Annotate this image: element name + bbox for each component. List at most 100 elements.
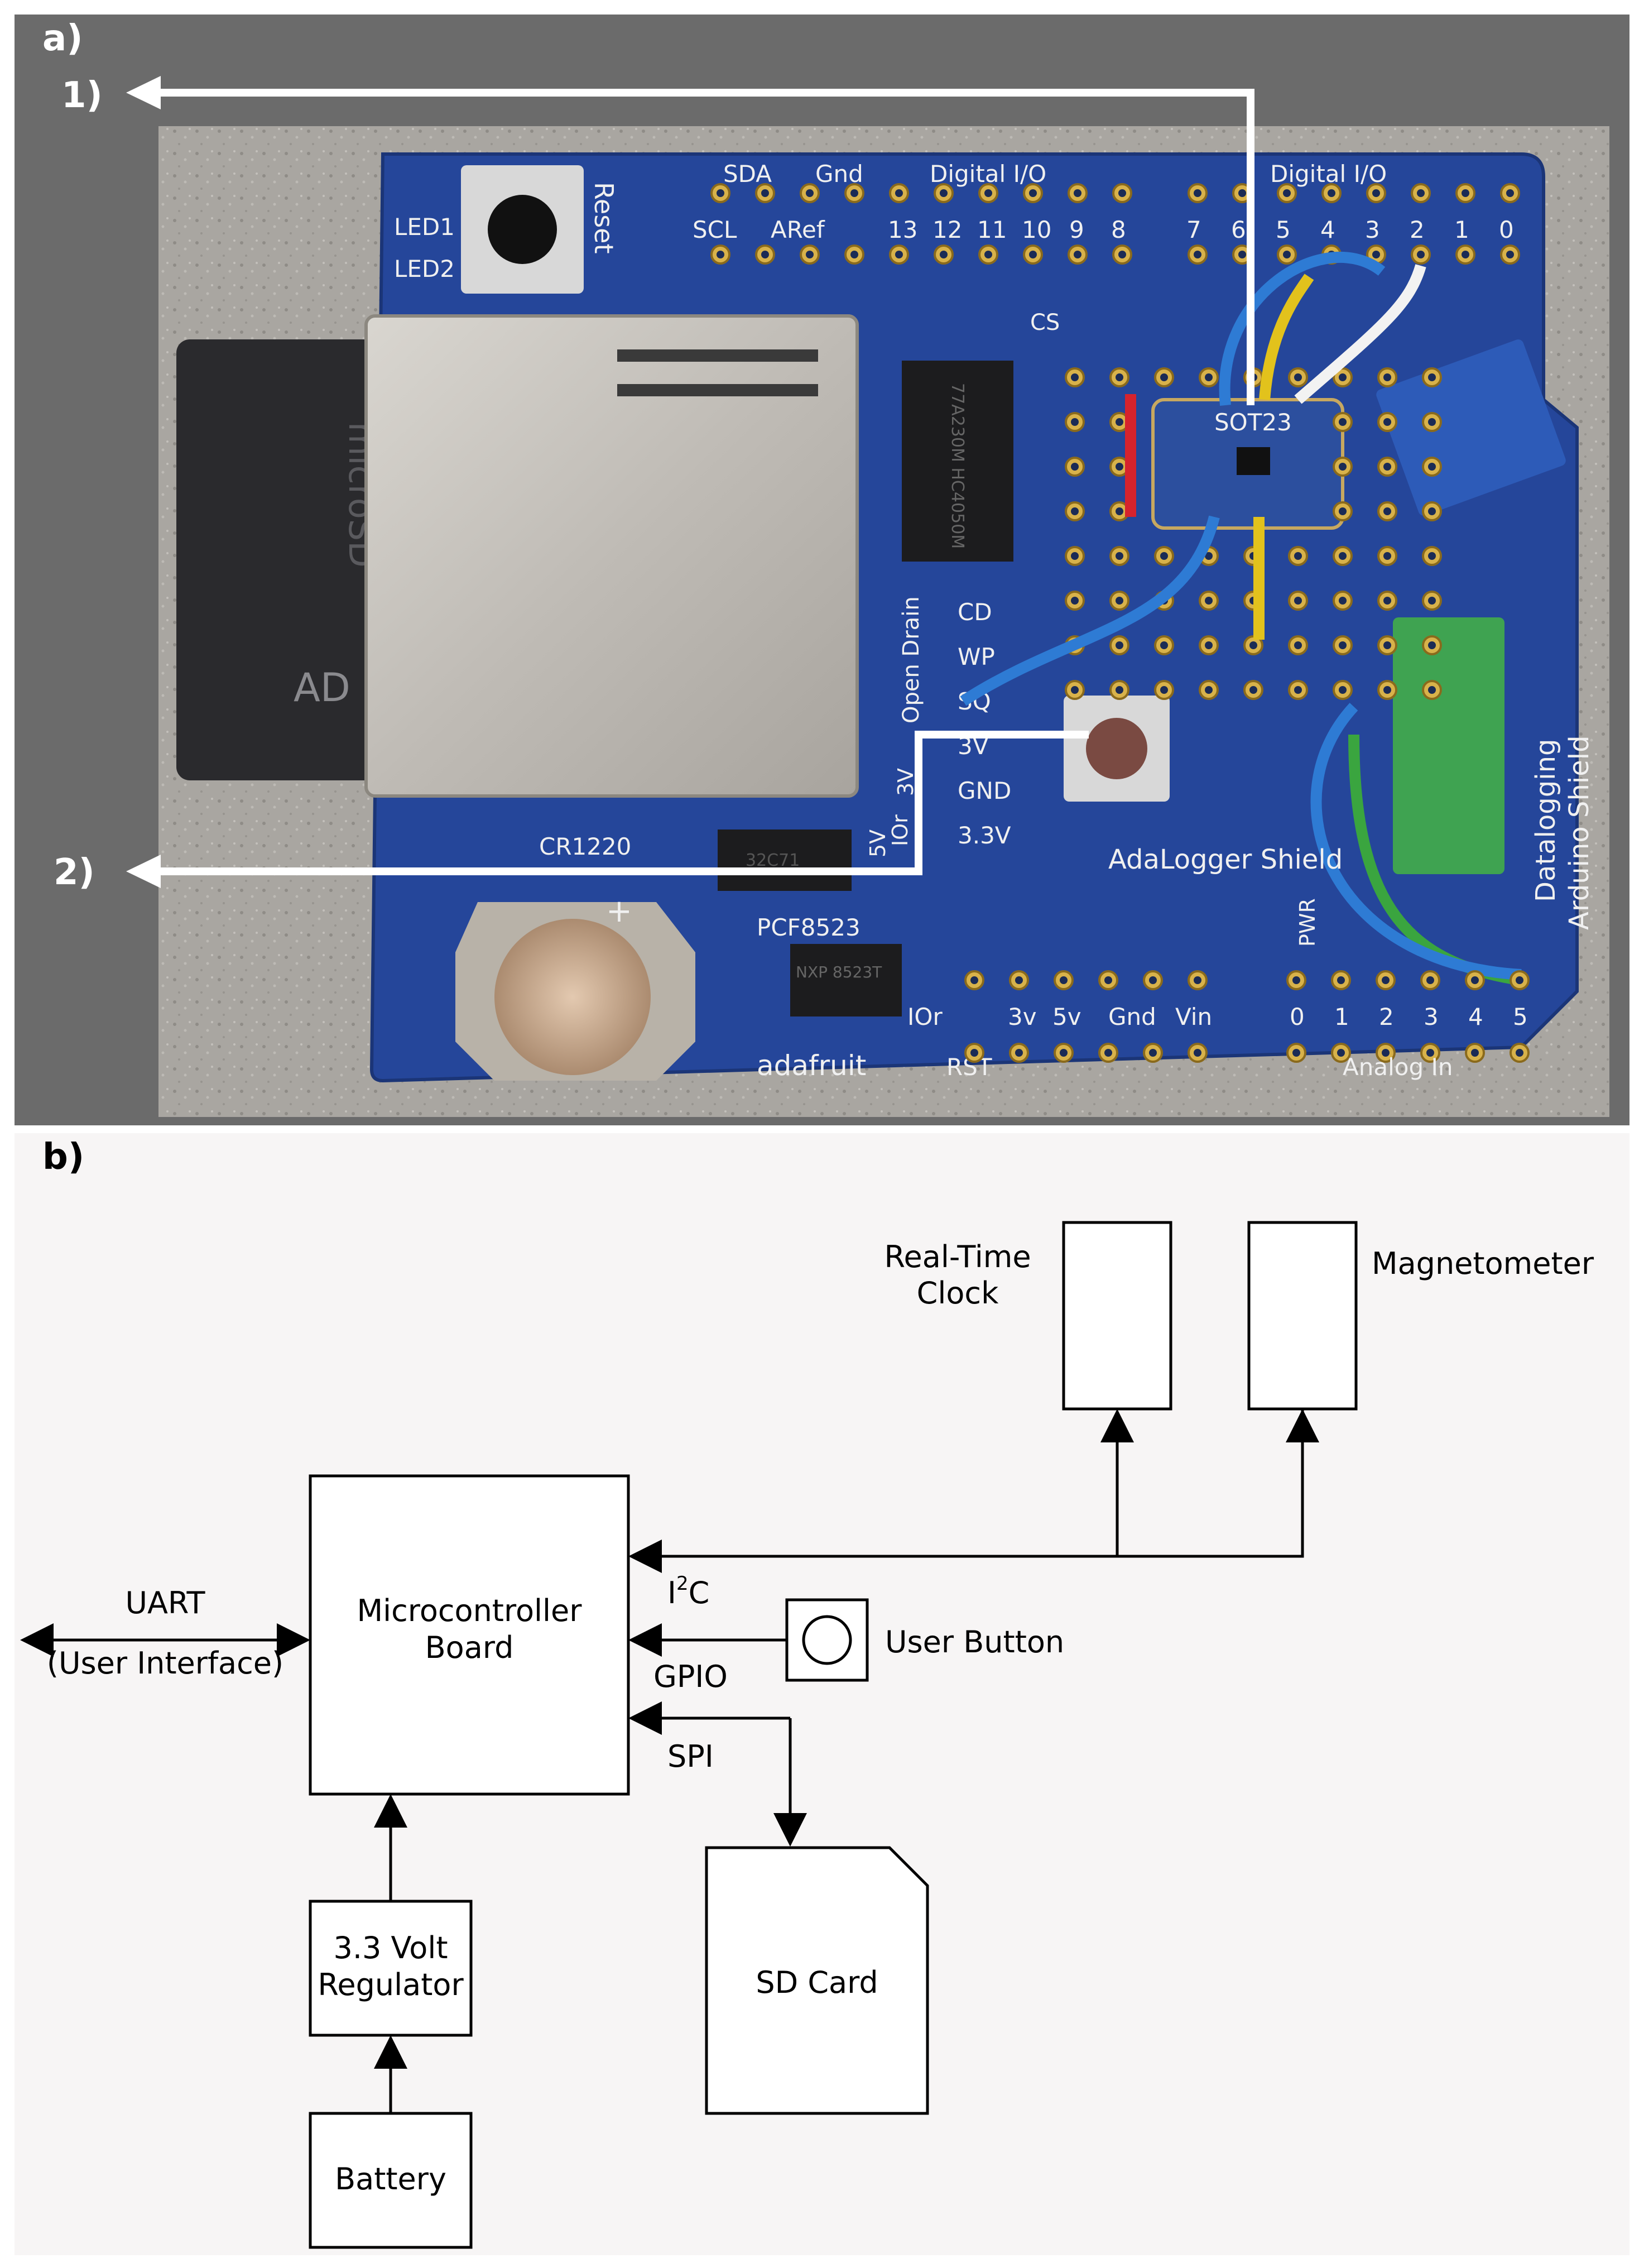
proto-pad-hole xyxy=(1205,641,1213,649)
analog-header-pin-hole xyxy=(1337,1049,1345,1057)
header-pin-hole xyxy=(1462,189,1469,197)
header-pin-hole xyxy=(1283,251,1291,258)
panel-b-label: b) xyxy=(42,1137,85,1178)
analog-pin-label: 2 xyxy=(1379,1003,1394,1030)
proto-pad-hole xyxy=(1205,686,1213,694)
gpio-label: GPIO xyxy=(653,1659,728,1694)
analog-pin-label: 1 xyxy=(1334,1003,1349,1030)
proto-pad-hole xyxy=(1383,552,1391,560)
header-pin-hole xyxy=(1118,189,1126,197)
proto-pad-hole xyxy=(1339,418,1347,426)
wire-white xyxy=(1294,264,1426,404)
callout-arrow-2 xyxy=(126,855,161,888)
3v-side-label: 3V xyxy=(893,768,918,796)
board-photo-panel: microSD AD Reset LED1 LED2 SDA Gnd Digit… xyxy=(15,15,1629,1125)
top-pin-label: SCL xyxy=(693,216,737,243)
analog-header-pin-hole xyxy=(1516,976,1523,984)
callout-line-1 xyxy=(160,89,1254,405)
power-header-pin-hole xyxy=(1060,976,1068,984)
microcontroller-line-2: Board xyxy=(425,1630,514,1665)
top-pin-label: 12 xyxy=(932,216,962,243)
proto-pad-hole xyxy=(1294,641,1302,649)
proto-pad-hole xyxy=(1116,463,1123,471)
analog-header-pin-hole xyxy=(1382,976,1390,984)
header-pin-hole xyxy=(1029,189,1037,197)
wire-yellow-2 xyxy=(1259,274,1314,400)
proto-pad-hole xyxy=(1339,373,1347,381)
proto-pad-hole xyxy=(1160,641,1168,649)
user-button-block xyxy=(785,1598,869,1682)
led2-label: LED2 xyxy=(394,255,455,282)
magnetometer-label: Magnetometer xyxy=(1372,1246,1594,1281)
header-pin-hole xyxy=(761,251,769,258)
proto-pad-hole xyxy=(1339,552,1347,560)
callout-arrow-1 xyxy=(126,76,161,109)
header-pin-hole xyxy=(895,189,903,197)
uart-label: UART xyxy=(125,1585,205,1620)
top-pin-label: 7 xyxy=(1186,216,1201,243)
rtc-block xyxy=(1062,1221,1172,1411)
proto-pad-hole xyxy=(1249,641,1257,649)
power-header-pin-hole xyxy=(1060,1049,1068,1057)
proto-pad-hole xyxy=(1071,418,1079,426)
digital-io-label-right: Digital I/O xyxy=(1270,160,1387,188)
proto-pad-hole xyxy=(1428,641,1436,649)
top-pin-label: 11 xyxy=(977,216,1007,243)
proto-pad-hole xyxy=(1160,552,1168,560)
nxp-chip xyxy=(790,944,902,1016)
proto-pad-hole xyxy=(1205,597,1213,605)
top-pin-label: 2 xyxy=(1410,216,1425,243)
sd-socket-slot-2 xyxy=(617,384,818,396)
header-pin-hole xyxy=(850,189,858,197)
power-header-pin-hole xyxy=(1149,976,1157,984)
terminal-block-green xyxy=(1393,617,1504,874)
power-header-pin-hole xyxy=(970,1049,978,1057)
header-pin-hole xyxy=(984,189,992,197)
magnetometer-block xyxy=(1247,1221,1358,1411)
power-header-pin-hole xyxy=(1015,976,1023,984)
pcf8523-label: PCF8523 xyxy=(757,914,861,941)
level-shifter-chip xyxy=(902,361,1013,562)
header-pin-hole xyxy=(1029,251,1037,258)
top-pin-label: 6 xyxy=(1231,216,1246,243)
proto-pad-hole xyxy=(1428,507,1436,515)
user-button-circle-icon xyxy=(802,1615,852,1665)
power-header-pin-hole xyxy=(1194,1049,1201,1057)
proto-pad-hole xyxy=(1339,597,1347,605)
header-pin-hole xyxy=(1417,189,1425,197)
header-pin-hole xyxy=(806,189,814,197)
datalogging-label: Datalogging xyxy=(1530,739,1561,902)
proto-pad-hole xyxy=(1339,641,1347,649)
power-header-pin-hole xyxy=(1104,976,1112,984)
proto-pad-hole xyxy=(1116,552,1123,560)
top-pin-label: 3 xyxy=(1365,216,1380,243)
top-pin-label: 5 xyxy=(1276,216,1291,243)
header-pin-hole xyxy=(1462,251,1469,258)
proto-pad-hole xyxy=(1071,463,1079,471)
sda-label: SDA xyxy=(723,160,772,188)
5v-label: 5V xyxy=(866,829,890,857)
nxp-text: NXP 8523T xyxy=(796,963,882,981)
cd-label: CD xyxy=(958,598,992,626)
proto-pad-hole xyxy=(1383,373,1391,381)
header-pin-hole xyxy=(1194,251,1201,258)
top-pin-label: 0 xyxy=(1499,216,1514,243)
proto-pad-hole xyxy=(1249,686,1257,694)
proto-pad-hole xyxy=(1428,552,1436,560)
reset-label: Reset xyxy=(589,182,619,254)
proto-pad-hole xyxy=(1339,463,1347,471)
wire-blue-2 xyxy=(1219,251,1386,406)
sot23-label: SOT23 xyxy=(1214,409,1292,436)
battery-label: Battery xyxy=(335,2161,446,2197)
proto-pad-hole xyxy=(1294,686,1302,694)
power-header-pin-hole xyxy=(1194,976,1201,984)
header-pin-hole xyxy=(1372,189,1380,197)
analog-header-pin-hole xyxy=(1516,1049,1523,1057)
header-pin-hole xyxy=(1074,251,1081,258)
header-pin-hole xyxy=(1118,251,1126,258)
proto-pad-hole xyxy=(1339,686,1347,694)
header-pin-hole xyxy=(1506,189,1514,197)
proto-pad-hole xyxy=(1205,373,1213,381)
